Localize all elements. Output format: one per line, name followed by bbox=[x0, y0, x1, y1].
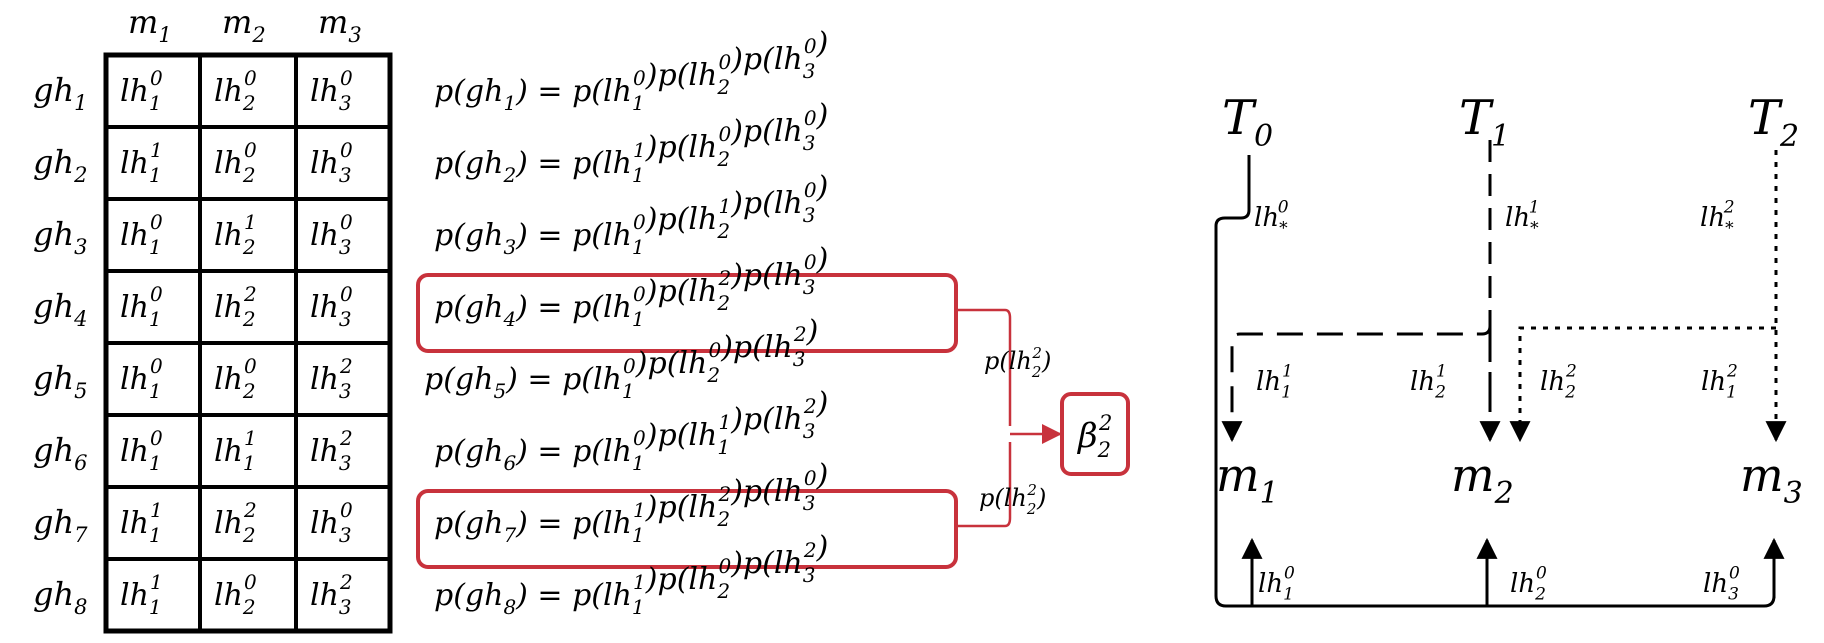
table-cell: lh32 bbox=[310, 570, 353, 619]
equation-gh1: p(gh1) = p(lh10)p(lh20)p(lh30) bbox=[434, 26, 828, 115]
column-header-m1: m1 bbox=[128, 3, 172, 47]
table-cell: lh32 bbox=[310, 426, 353, 475]
table-cell: lh11 bbox=[120, 570, 163, 619]
hypothesis-table: m1 m2 m3 gh1 lh10 lh20 lh30 gh2 lh11 lh20 lh30 gh3 l… bbox=[33, 3, 393, 634]
table-cell: lh30 bbox=[310, 282, 353, 331]
table-cell: lh10 bbox=[120, 282, 163, 331]
node-m3: m3 bbox=[1740, 448, 1803, 511]
node-t0: T0 bbox=[1222, 90, 1273, 154]
table-cell: lh10 bbox=[120, 66, 163, 115]
table-cell: lh20 bbox=[214, 354, 257, 403]
table-cell: lh10 bbox=[120, 354, 163, 403]
network-edge-labels: lh*0 lh*1 lh*2 lh11 lh21 lh22 lh12 lh10 lh20 lh30 bbox=[1254, 197, 1740, 604]
merge-edge-top bbox=[956, 308, 1012, 426]
edge-label: lh10 bbox=[1258, 563, 1295, 604]
row-label-gh3: gh3 bbox=[33, 215, 87, 259]
probability-equations: p(gh1) = p(lh10)p(lh20)p(lh30)p(gh2) = p… bbox=[416, 26, 958, 619]
table-cell: lh30 bbox=[310, 210, 353, 259]
node-m2: m2 bbox=[1451, 448, 1514, 511]
table-cell: lh11 bbox=[120, 138, 163, 187]
table-cell: lh22 bbox=[214, 498, 257, 547]
edge-label-top: p(lh22) bbox=[984, 344, 1051, 381]
equation-gh8: p(gh8) = p(lh11)p(lh20)p(lh32) bbox=[434, 530, 828, 619]
edge-label-bottom: p(lh22) bbox=[979, 481, 1046, 518]
merge-group: β22 p(lh22) p(lh22) bbox=[956, 308, 1130, 528]
equation-gh2: p(gh2) = p(lh11)p(lh20)p(lh30) bbox=[434, 98, 828, 187]
column-header-m2: m2 bbox=[222, 3, 266, 47]
edge-label: lh22 bbox=[1540, 361, 1577, 402]
t2-branch-left bbox=[1509, 326, 1776, 443]
edge-label: lh*0 bbox=[1254, 197, 1289, 238]
transmission-network: T0 T1 T2 m1 m2 m3 bbox=[1214, 90, 1803, 608]
edge-label: lh21 bbox=[1410, 361, 1447, 402]
table-cell: lh11 bbox=[214, 426, 257, 475]
node-t1: T1 bbox=[1459, 90, 1510, 154]
table-cell: lh20 bbox=[214, 66, 257, 115]
table-cell: lh30 bbox=[310, 498, 353, 547]
table-cell: lh20 bbox=[214, 138, 257, 187]
table-cell: lh30 bbox=[310, 66, 353, 115]
row-label-gh6: gh6 bbox=[33, 431, 87, 475]
column-header-m3: m3 bbox=[318, 3, 362, 47]
beta-node bbox=[1060, 392, 1130, 476]
equation-gh7: p(gh7) = p(lh11)p(lh22)p(lh30) bbox=[434, 458, 828, 547]
equation-gh3: p(gh3) = p(lh10)p(lh21)p(lh30) bbox=[434, 170, 828, 259]
node-m1: m1 bbox=[1216, 448, 1279, 511]
table-cell: lh30 bbox=[310, 138, 353, 187]
node-t2: T2 bbox=[1748, 90, 1799, 154]
equation-gh4: p(gh4) = p(lh10)p(lh22)p(lh30) bbox=[434, 242, 828, 331]
edge-label: lh*2 bbox=[1700, 197, 1735, 238]
edge-label: lh*1 bbox=[1505, 197, 1540, 238]
row-label-gh7: gh7 bbox=[33, 503, 88, 547]
t0-path bbox=[1214, 155, 1776, 608]
table-cell: lh21 bbox=[214, 210, 257, 259]
beta-label: β22 bbox=[1076, 411, 1112, 462]
table-cell: lh20 bbox=[214, 570, 257, 619]
row-label-gh2: gh2 bbox=[33, 143, 87, 187]
edge-label: lh30 bbox=[1703, 563, 1740, 604]
equation-gh6: p(gh6) = p(lh10)p(lh11)p(lh32) bbox=[434, 386, 828, 475]
table-cell: lh10 bbox=[120, 210, 163, 259]
merge-edge-bottom bbox=[956, 442, 1012, 528]
table-cell: lh11 bbox=[120, 498, 163, 547]
highlight-box-gh7 bbox=[416, 489, 958, 569]
table-cell: lh22 bbox=[214, 282, 257, 331]
row-label-gh4: gh4 bbox=[33, 287, 87, 331]
table-cell: lh10 bbox=[120, 426, 163, 475]
equation-gh5: p(gh5) = p(lh10)p(lh20)p(lh32) bbox=[424, 314, 818, 403]
edge-label: lh20 bbox=[1510, 563, 1547, 604]
edge-label: lh11 bbox=[1256, 361, 1293, 402]
row-label-gh8: gh8 bbox=[33, 575, 87, 619]
table-cell: lh32 bbox=[310, 354, 353, 403]
row-label-gh5: gh5 bbox=[33, 359, 87, 403]
edge-label: lh12 bbox=[1701, 361, 1738, 402]
row-label-gh1: gh1 bbox=[33, 71, 87, 115]
highlight-box-gh4 bbox=[416, 273, 958, 353]
